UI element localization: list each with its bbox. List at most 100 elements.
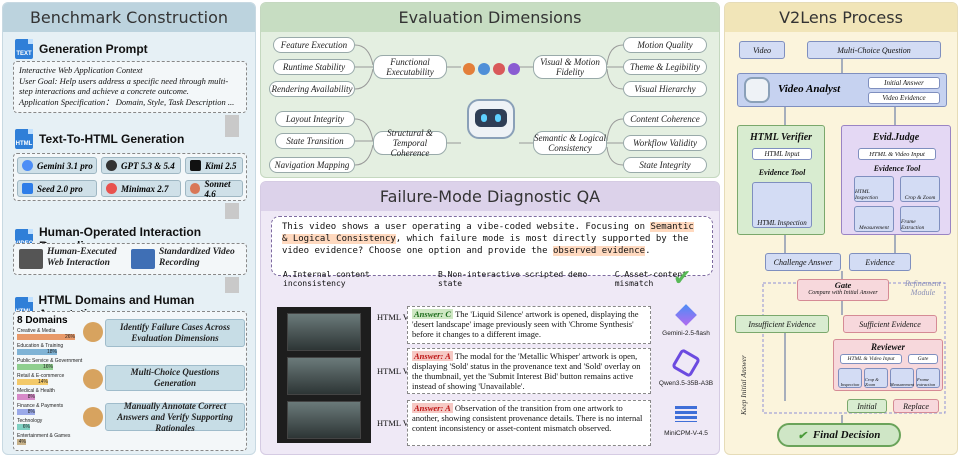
dim-state-transition: State Transition [275, 133, 355, 149]
evidence-chip: Evidence [849, 253, 911, 271]
model-label-gemini: Gemini-2.5-flash [662, 330, 710, 337]
insufficient-evidence: Insufficient Evidence [735, 315, 829, 333]
model-minimax: Minimax 2.7 [101, 180, 181, 197]
v2lens-process-panel: V2Lens Process Video Multi-Choice Questi… [724, 2, 958, 455]
check-icon: ✔ [673, 266, 692, 291]
dimension-icons [459, 63, 523, 85]
judge-title: Evid.Judge [872, 132, 920, 143]
reviewer-tool: Crop & Zoom [864, 368, 888, 388]
monitor-icon [131, 249, 155, 269]
domain-bar: 6% [17, 424, 30, 430]
domain-label: Creative & Media [17, 328, 56, 334]
tool-crop-zoom: Crop & Zoom [900, 176, 940, 202]
final-decision-box: ✔ Final Decision [777, 423, 901, 447]
robot-icon [467, 99, 515, 139]
minicpm-icon [675, 406, 697, 422]
html-verifier-box: HTML Verifier HTML Input Evidence Tool H… [737, 125, 825, 235]
dim-runtime-stability: Runtime Stability [273, 59, 355, 75]
network-icon [477, 63, 490, 75]
cat-semantic-logical: Semantic & Logical Consistency [533, 131, 607, 155]
judge-tool-label: Evidence Tool [873, 164, 921, 173]
connector-lines [354, 44, 624, 166]
robot-icon [744, 77, 770, 103]
verifier-title: HTML Verifier [749, 132, 813, 143]
check-circle-icon: ✔ [797, 429, 807, 442]
domain-label: Public Service & Government [17, 358, 83, 364]
reviewer-box: Reviewer HTML & Video Input Gate Inspect… [833, 339, 943, 391]
gate-sub: Compare with Initial Answer [808, 290, 878, 296]
dim-theme-legibility: Theme & Legibility [623, 59, 707, 75]
annotator-icon [83, 407, 103, 427]
text-to-html-heading: HTML Text-To-HTML Generation [15, 129, 184, 149]
gate-title: Gate [834, 280, 852, 290]
reviewer-tool: Measurement [890, 368, 914, 388]
dim-rendering-availability: Rendering Availability [269, 81, 355, 97]
tool-frame-extraction: Frame Extraction [900, 206, 940, 232]
video-frame [287, 357, 361, 395]
reviewer-input-chip: HTML & Video Input [840, 354, 902, 364]
gear-icon [462, 63, 475, 75]
option-a: A.Internal content inconsistency [283, 270, 370, 288]
panel-title: Failure-Mode Diagnostic QA [261, 182, 719, 211]
openai-icon [106, 160, 117, 171]
video-filmstrip [277, 307, 371, 443]
gemini-icon [675, 304, 697, 326]
options-row: A.Internal content inconsistency B.Non-i… [283, 270, 719, 288]
html-file-icon: HTML [15, 129, 33, 149]
model-label-qwen: Qwen3.5-35B-A3B [658, 380, 714, 387]
dim-state-integrity: State Integrity [623, 157, 707, 173]
dim-workflow-validity: Workflow Validity [623, 135, 707, 151]
qwen-icon [670, 347, 702, 379]
benchmark-construction-panel: Benchmark Construction TEXT Generation P… [2, 2, 256, 455]
domain-label: Entertainment & Games [17, 433, 71, 439]
step-annotate: Manually Annotate Correct Answers and Ve… [105, 401, 245, 433]
dim-navigation-mapping: Navigation Mapping [269, 157, 355, 173]
challenge-answer-chip: Challenge Answer [765, 253, 841, 271]
domain-label: Retail & E-commerce [17, 373, 65, 379]
refinement-label: Refinement Module [905, 279, 941, 297]
initial-answer-chip: Initial Answer [868, 77, 940, 89]
recording-left-label: Human-Executed Web Interaction [47, 247, 117, 268]
domain-bar: 18% [17, 349, 57, 355]
model-sonnet: Sonnet 4.6 [185, 179, 243, 199]
domains-header: 8 Domains [17, 315, 68, 326]
generation-prompt-heading: TEXT Generation Prompt [15, 39, 148, 59]
video-analyst-box: Video Analyst Initial Answer Video Evide… [737, 73, 947, 107]
sonnet-icon [190, 183, 201, 194]
down-arrow-icon [225, 115, 239, 137]
dim-layout-integrity: Layout Integrity [275, 111, 355, 127]
replace-choice: Replace [893, 399, 939, 413]
answer-correct: Answer: C The 'Liquid Silence' artwork i… [407, 306, 651, 344]
answer-wrong: Answer: A The modal for the 'Metallic Wh… [407, 348, 651, 394]
input-question: Multi-Choice Question [807, 41, 941, 59]
recording-box [13, 243, 247, 275]
final-decision-label: Final Decision [812, 429, 881, 441]
video-frame [287, 313, 361, 351]
failure-mode-qa-panel: Failure-Mode Diagnostic QA This video sh… [260, 181, 720, 455]
sufficient-evidence: Sufficient Evidence [843, 315, 937, 333]
domain-bar: 8% [17, 409, 35, 415]
gate-box: Gate Compare with Initial Answer [797, 279, 889, 301]
html-video-label: HTML Video [377, 366, 423, 376]
cat-functional-executability: Functional Executability [373, 55, 447, 79]
down-arrow-icon [225, 277, 239, 293]
evaluation-dimensions-panel: Evaluation Dimensions Feature Execution … [260, 2, 720, 178]
text-file-icon: TEXT [15, 39, 33, 59]
model-gemini: Gemini 3.1 pro [17, 157, 97, 174]
dim-content-coherence: Content Coherence [623, 111, 707, 127]
html-inspection-tool: HTML Inspection [752, 182, 812, 228]
cat-visual-motion: Visual & Motion Fidelity [533, 55, 607, 79]
model-gpt: GPT 5.3 & 5.4 [101, 157, 181, 174]
transfer-icon [507, 63, 520, 75]
option-c: C.Asset-content mismatch [614, 270, 687, 288]
gemini-icon [22, 160, 33, 171]
model-seed: Seed 2.0 pro [17, 180, 97, 197]
domain-label: Finance & Payments [17, 403, 64, 409]
keyboard-icon [19, 249, 43, 269]
evid-judge-box: Evid.Judge HTML & Video Input Evidence T… [841, 125, 951, 235]
reviewer-gate-chip: Gate [908, 354, 938, 364]
annotator-icon [83, 369, 103, 389]
minimax-icon [106, 183, 117, 194]
generation-prompt-box: Interactive Web Application Context User… [13, 61, 247, 113]
